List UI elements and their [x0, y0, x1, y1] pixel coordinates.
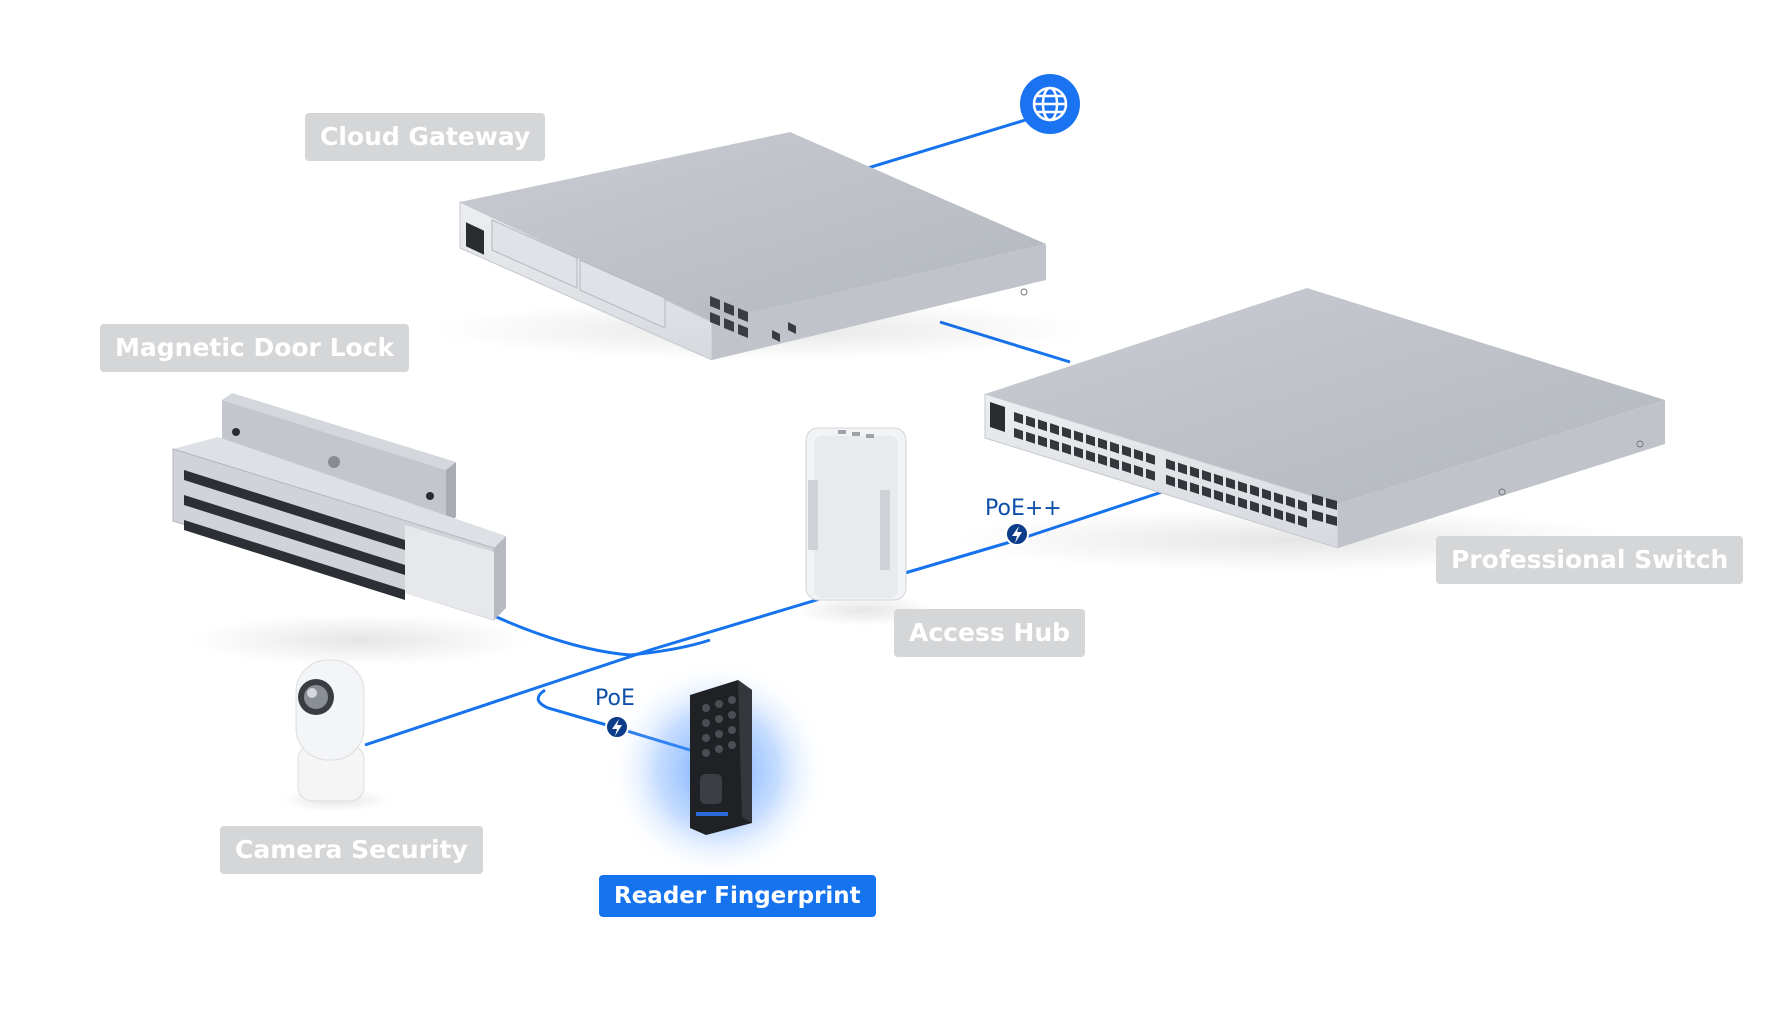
keypad-key	[702, 704, 710, 712]
camera-security-device[interactable]	[280, 659, 390, 812]
keypad-key	[728, 741, 736, 749]
access-hub-device[interactable]	[794, 427, 934, 626]
switch-port	[1226, 477, 1235, 490]
switch-port	[1134, 449, 1143, 461]
keypad-key	[702, 749, 710, 757]
switch-port	[1202, 486, 1211, 498]
sfp-port	[1312, 494, 1323, 506]
switch-port	[1014, 412, 1023, 424]
switch-port	[1298, 515, 1307, 528]
switch-port	[1262, 504, 1271, 517]
label-cloud-gateway: Cloud Gateway	[305, 113, 546, 161]
switch-port	[1038, 419, 1047, 432]
switch-port	[1286, 495, 1295, 508]
keypad-key	[702, 734, 710, 742]
switch-port	[1038, 435, 1047, 448]
switch-port	[1062, 426, 1071, 439]
switch-port	[1202, 470, 1211, 482]
switch-port	[1122, 461, 1131, 474]
switch-port	[1250, 484, 1259, 497]
sfp-port	[1326, 498, 1337, 510]
switch-port	[1214, 489, 1223, 502]
switch-port	[1074, 446, 1083, 459]
reader-keypad	[702, 696, 736, 757]
switch-port	[1086, 434, 1095, 447]
keypad-key	[728, 711, 736, 719]
switch-port	[1098, 453, 1107, 466]
switch-port	[1110, 457, 1119, 470]
poe-label: PoE	[595, 686, 635, 711]
internet-badge[interactable]	[1020, 74, 1080, 134]
switch-port	[1166, 458, 1175, 471]
switch-port	[1166, 474, 1175, 487]
switch-port	[1286, 511, 1295, 524]
switch-port	[1110, 441, 1119, 454]
switch-port	[1250, 500, 1259, 513]
switch-port	[1050, 439, 1059, 452]
keypad-key	[702, 719, 710, 727]
switch-port	[1238, 481, 1247, 494]
label-access-hub: Access Hub	[894, 609, 1086, 657]
globe-icon	[1032, 86, 1068, 122]
keypad-key	[715, 700, 723, 708]
hub-top-ports	[838, 430, 874, 438]
switch-port	[1146, 468, 1155, 481]
switch-port	[1026, 431, 1035, 444]
switch-port	[1062, 442, 1071, 455]
reader-fingerprint-device[interactable]	[608, 660, 828, 880]
switch-port	[1214, 473, 1223, 486]
lightning-bolt-icon	[612, 719, 622, 736]
switch-port	[1098, 437, 1107, 450]
link-lock-hub	[491, 613, 711, 657]
switch-ports	[1014, 412, 1337, 528]
magnetic-door-lock-device[interactable]	[172, 393, 530, 666]
switch-port	[1262, 488, 1271, 501]
switch-port	[1274, 492, 1283, 505]
link-hub-reader	[536, 688, 691, 752]
switch-port	[1238, 497, 1247, 510]
switch-port	[1190, 482, 1199, 495]
switch-port	[1178, 478, 1187, 491]
switch-port	[1146, 452, 1155, 465]
sfp-port	[1312, 510, 1323, 522]
switch-port	[1074, 430, 1083, 443]
lightning-bolt-icon	[1012, 526, 1022, 543]
switch-port	[1134, 465, 1143, 477]
gateway-ports	[710, 296, 796, 342]
switch-port	[1298, 499, 1307, 512]
cloud-gateway-device[interactable]	[430, 132, 1090, 361]
switch-port	[1178, 462, 1187, 475]
sfp-port	[1326, 514, 1337, 526]
keypad-key	[715, 745, 723, 753]
switch-port	[1274, 508, 1283, 521]
keypad-key	[715, 730, 723, 738]
switch-port	[1026, 415, 1035, 428]
label-professional-switch: Professional Switch	[1436, 536, 1744, 584]
keypad-key	[715, 715, 723, 723]
switch-port	[1190, 466, 1199, 479]
switch-port	[1014, 428, 1023, 440]
label-reader-fingerprint[interactable]: Reader Fingerprint	[599, 875, 876, 917]
switch-port	[1050, 423, 1059, 436]
poe-badge	[605, 715, 629, 739]
poe-plus-badge	[1005, 522, 1029, 546]
keypad-key	[728, 696, 736, 704]
hub-terminals	[808, 480, 890, 570]
switch-port	[1086, 450, 1095, 463]
switch-port	[1226, 493, 1235, 506]
poe-plus-label: PoE++	[985, 496, 1062, 521]
keypad-key	[728, 726, 736, 734]
switch-port	[1122, 445, 1131, 458]
label-camera-security: Camera Security	[220, 826, 483, 874]
link-hub-camera	[364, 590, 844, 747]
label-magnetic-door-lock: Magnetic Door Lock	[100, 324, 410, 372]
